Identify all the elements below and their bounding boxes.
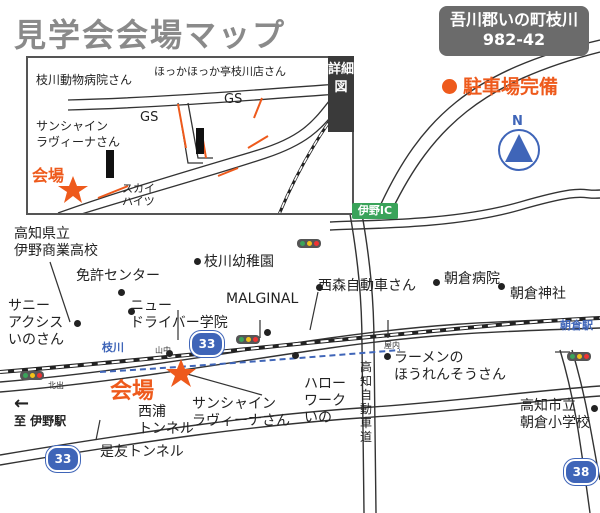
traffic-signal-icon (20, 371, 44, 380)
label-kochi-expressway: 高知自動車道 (360, 360, 373, 444)
label-new-driver-school: ニュー ドライバー学院 (130, 298, 228, 331)
inset-label-gs2: GS (224, 92, 243, 107)
label-asakura-elementary: 高知市立 朝倉小学校 (520, 398, 590, 431)
traffic-signal-icon (567, 352, 591, 361)
label-sunny-axis: サニー アクシス いのさん (8, 298, 64, 348)
inset-label-hokka: ほっかほっか亭枝川店さん (154, 65, 286, 78)
page-title: 見学会会場マップ (14, 16, 287, 54)
venue-label: 会場 (110, 379, 155, 404)
landmark-dot (292, 352, 299, 359)
venue-star-icon (166, 359, 196, 387)
north-arrow-icon (498, 129, 540, 171)
inset-label-hospital: 枝川動物病院さん (36, 73, 133, 87)
label-ino-commercial-school: 高知県立 伊野商業高校 (14, 226, 98, 259)
landmark-dot (74, 320, 81, 327)
traffic-signal-icon (297, 239, 321, 248)
label-korekomo-tunnel: 是友トンネル (100, 444, 184, 460)
label-eda-kindergarten: 枝川幼稚園 (204, 254, 274, 270)
inset-label-skyheights: スカイ ハイツ (122, 182, 155, 208)
label-asakura-station: 朝倉駅 (560, 319, 593, 332)
label-asakura-shrine: 朝倉神社 (510, 286, 566, 302)
label-yamanaka: 山中 (155, 346, 171, 355)
label-hello-work: ハロー ワーク いの (304, 376, 346, 426)
toward-ino-label: 至 伊野駅 (14, 414, 67, 428)
parking-note: 駐車場完備 (442, 72, 558, 99)
inset-label-sunshine: サンシャイン ラヴィーナさん (36, 119, 121, 149)
left-arrow-icon: ← (14, 393, 30, 414)
inset-tag: 詳細図 (328, 56, 354, 132)
inset-label-venue: 会場 (32, 166, 65, 185)
address-line2: 982-42 (482, 30, 546, 49)
label-yachiyo: 屋内 (384, 341, 400, 350)
label-malginal: MALGINAL (226, 291, 299, 307)
label-kitade: 北出 (48, 381, 64, 390)
ino-ic-badge: 伊野IC (352, 203, 398, 219)
label-nishimori-motor: 西森自動車さん (318, 278, 416, 294)
toward-ino-station: ← 至 伊野駅 (14, 393, 66, 428)
landmark-dot (384, 353, 391, 360)
landmark-dot (498, 283, 505, 290)
landmark-dot (264, 329, 271, 336)
address-badge: 吾川郡いの町枝川 982-42 (439, 6, 589, 56)
route-38-shield: 38 (564, 459, 598, 485)
label-ramen-horenso: ラーメンの ほうれんそうさん (394, 350, 506, 383)
landmark-dot (118, 289, 125, 296)
address-line1: 吾川郡いの町枝川 (449, 10, 578, 29)
label-asakura-hospital: 朝倉病院 (444, 271, 500, 287)
landmark-dot (316, 284, 323, 291)
landmark-dot (166, 350, 173, 357)
north-label: N (512, 114, 523, 129)
route-33-shield: 33 (46, 446, 80, 472)
parking-label: 駐車場完備 (463, 76, 559, 98)
north-compass: N (497, 114, 541, 176)
detail-inset: 枝川動物病院さん ほっかほっか亭枝川店さん GS GS サンシャイン ラヴィーナ… (26, 56, 354, 215)
landmark-dot (128, 308, 135, 315)
landmark-dot (591, 405, 598, 412)
landmark-dot (194, 258, 201, 265)
inset-label-gs1: GS (140, 110, 159, 125)
label-nishiura-tunnel: 西浦 トンネル (138, 404, 194, 437)
parking-dot-icon (442, 79, 457, 94)
traffic-signal-icon (236, 335, 260, 344)
label-sunshine-main: サンシャイン ラヴィーナさん (192, 396, 290, 429)
route-33-shield: 33 (190, 331, 224, 357)
landmark-dot (433, 279, 440, 286)
label-eda-station: 枝川 (102, 341, 124, 354)
label-menkyo-center: 免許センター (76, 268, 160, 284)
